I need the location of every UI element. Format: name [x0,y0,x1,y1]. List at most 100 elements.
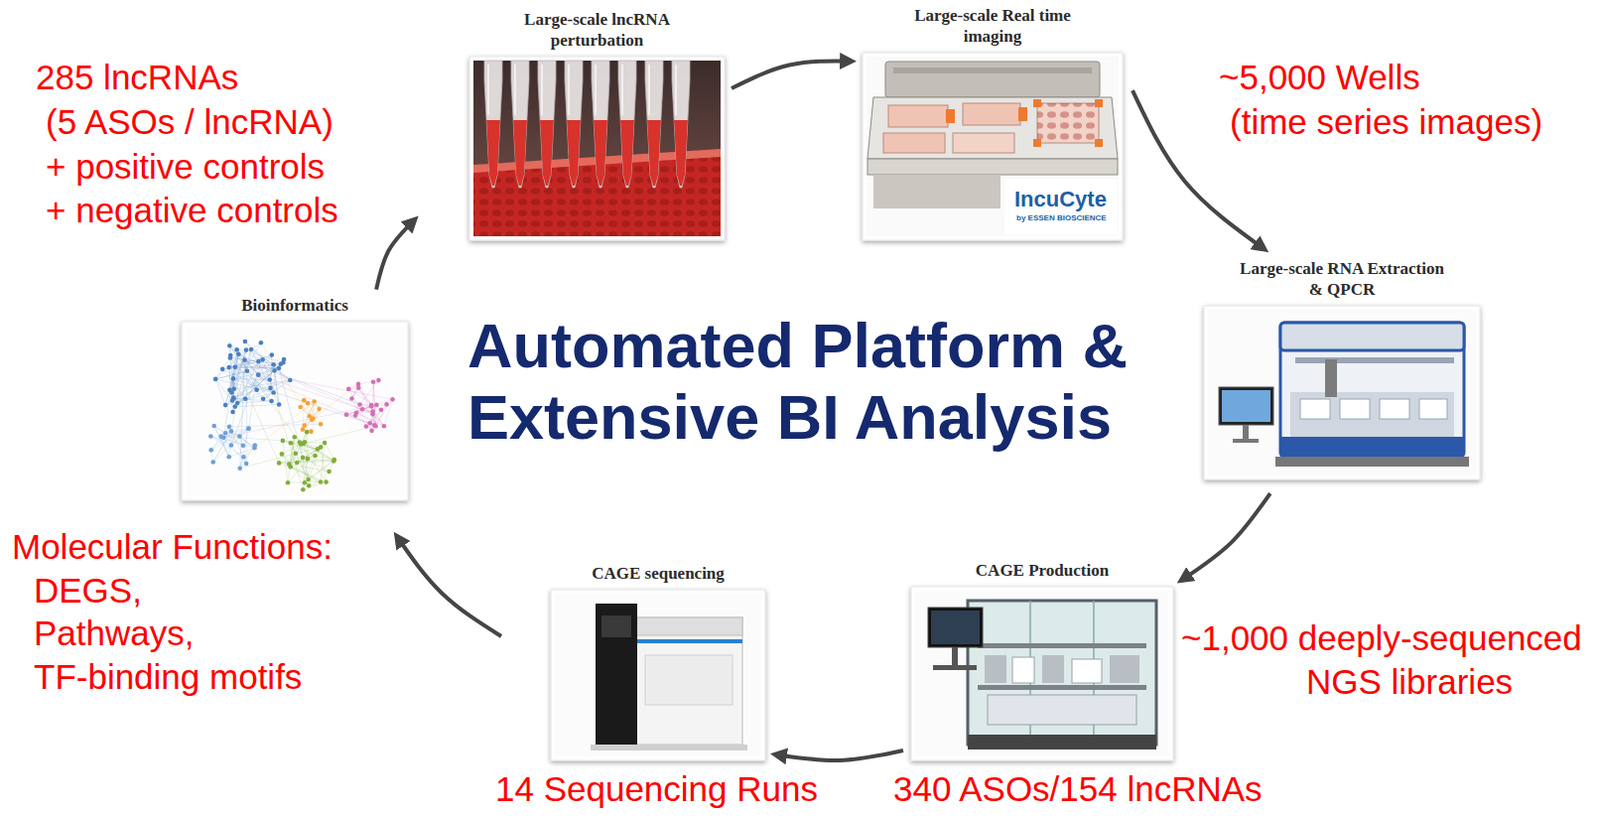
illustration-part [1012,657,1035,683]
network-link [215,379,226,405]
illustration-part [1037,103,1099,143]
network-graph-photo [185,325,404,497]
network-dot [301,422,307,428]
network-link [290,442,309,480]
illustration-part [984,655,1007,683]
network-dot [227,343,233,349]
stage-heading: Large-scale Real time imaging [903,5,1082,47]
network-dot [211,423,217,429]
illustration-part [635,617,743,636]
illustration-part [866,56,1119,237]
illustration-part [1379,399,1410,419]
stage-heading: Large-scale lncRNA perturbation [503,9,692,51]
heading-group: CAGE sequencing [550,563,766,584]
network-dot [356,385,362,391]
network-link [346,414,375,426]
network-link [236,349,239,403]
illustration-part [645,60,664,188]
network-dot [220,367,226,373]
illustration-part [1280,322,1465,457]
network-link [246,371,249,464]
process-stage: CAGE sequencing [550,563,766,761]
illustration-part [473,60,721,237]
network-dot [268,399,274,404]
network-link [281,441,305,454]
network-dot [379,407,385,413]
illustration-part [888,105,948,128]
illustration-part [1094,99,1103,108]
network-link [320,446,326,482]
network-dot [346,387,352,393]
network-dot [302,480,308,486]
network-dot [372,422,378,428]
illustration-part [1221,390,1271,422]
network-dot [230,409,236,415]
network-dot [276,366,282,372]
illustration-part [1018,107,1028,122]
illustration-part [1232,438,1259,443]
network-link [240,428,250,469]
illustration-part [645,655,733,705]
network-dot [318,479,324,485]
network-link [245,360,374,415]
logo-subtext: by ESSEN BIOSCIENCE [1016,213,1107,224]
illustration-part [671,60,690,188]
heading-group: Bioinformatics [181,295,408,316]
network-dot [266,377,272,383]
network-link [235,367,279,369]
illustration-part [1339,399,1370,419]
illustration-part [1325,359,1337,398]
network-dot [237,465,243,471]
network-dot [270,362,276,368]
network-dot [229,390,235,396]
illustration-part [537,60,556,188]
network-dot [210,459,216,465]
network-dot [270,390,276,396]
logo-text: IncuCyte [1014,186,1107,212]
network-dot [308,428,314,434]
illustration-part [862,52,1123,241]
illustration-part [951,647,958,666]
network-link [229,345,299,442]
illustration-part [1033,138,1042,147]
network-dot [288,440,294,446]
network-link [213,430,232,462]
network-link [225,428,249,434]
network-dot [231,376,237,382]
network-dot [374,401,380,407]
illustration-part [967,600,1157,745]
network-link [221,436,283,441]
illustration-part [1207,309,1476,476]
network-link [384,399,394,426]
network-dot [243,339,249,345]
annotation-text: + positive controls [45,146,325,187]
network-link [302,408,320,430]
network-dot [241,443,247,449]
illustration-part [618,60,637,188]
illustration-part [1295,357,1455,364]
annotation-text: TF-binding motifs [33,657,302,697]
network-link [245,341,290,381]
network-dot [279,451,285,457]
network-dot [306,483,312,489]
network-dot [349,396,355,401]
network-dot [357,401,363,407]
network-dot [369,428,375,434]
heading-group: Large-scale Real time imaging [862,5,1123,47]
illustration-part [595,603,638,749]
network-link [346,405,372,414]
network-dot [300,426,306,432]
heading-group: Large-scale lncRNA perturbation [469,9,725,51]
network-dot [228,355,234,361]
annotation-text: NGS libraries [1306,662,1513,702]
network-dot [260,357,266,363]
network-dot [229,442,235,448]
illustration-part [635,617,743,745]
network-link [360,380,380,404]
network-link [230,355,360,405]
stage-heading: CAGE Production [933,560,1152,581]
network-dot [256,372,262,378]
network-dot [276,401,282,407]
sequencer-photo [554,593,762,757]
illustration-part [1419,399,1448,419]
